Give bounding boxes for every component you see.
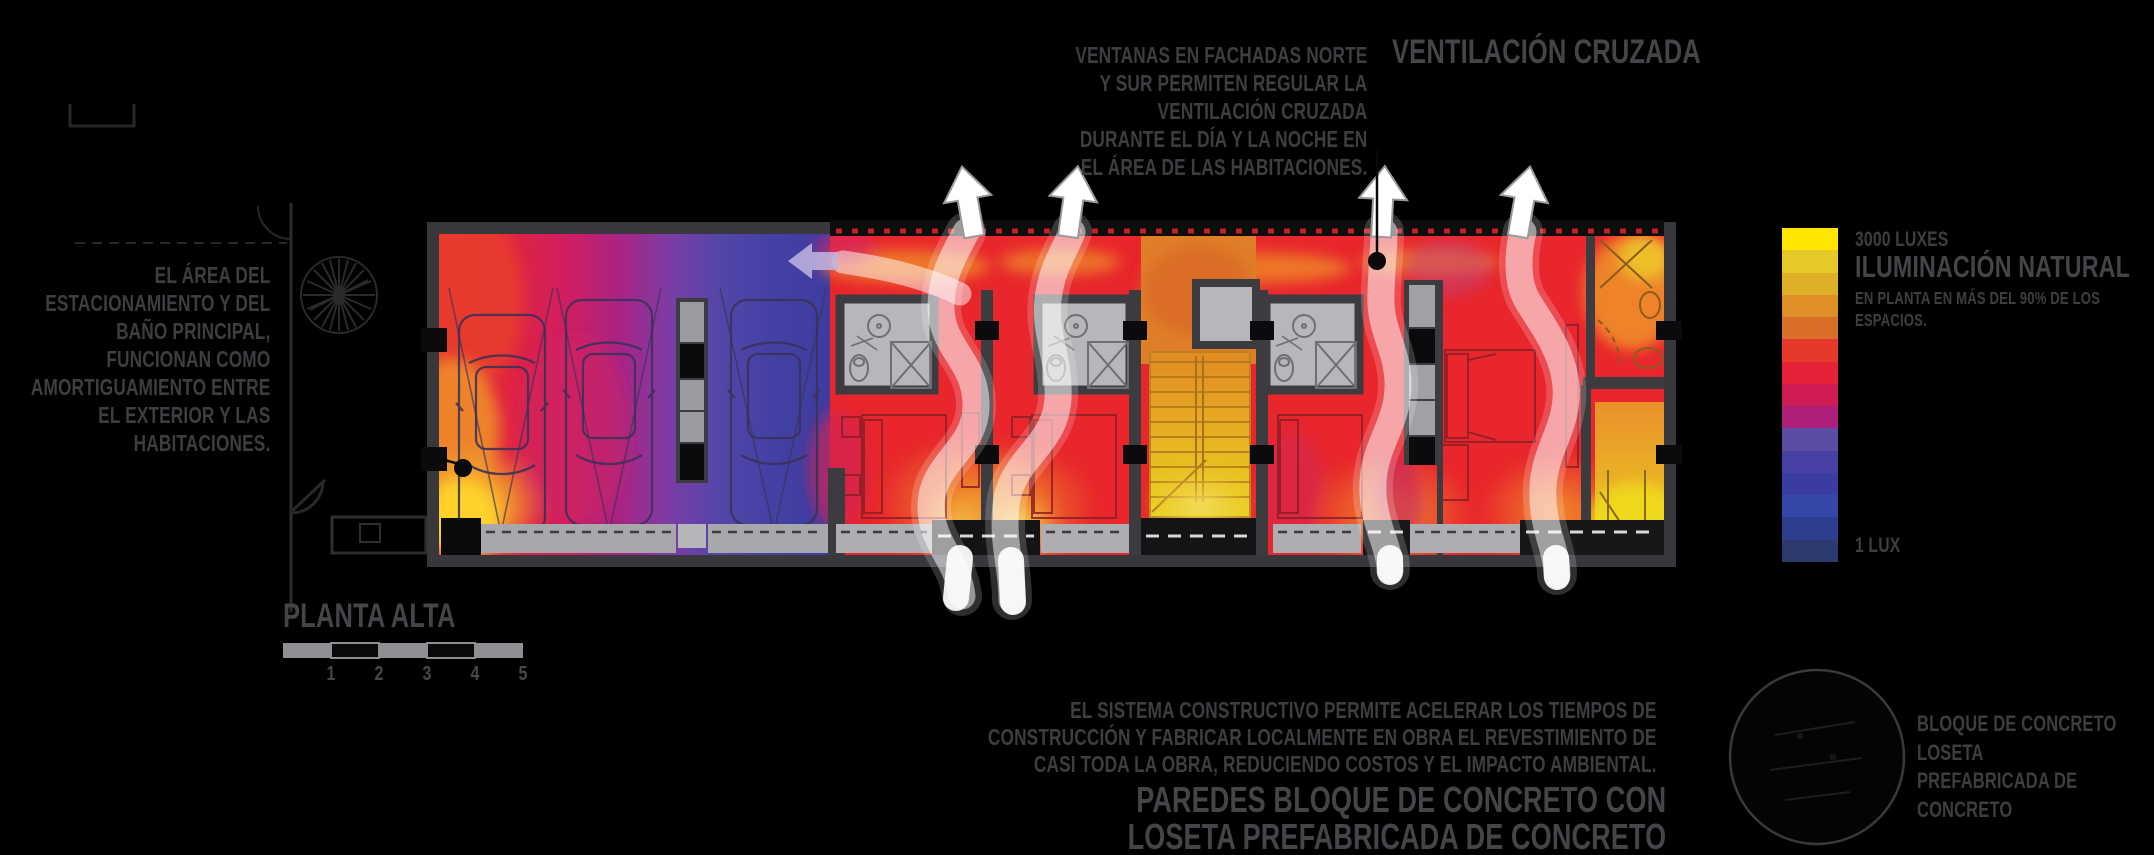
leader-dot-parking	[454, 459, 472, 477]
annotation-line: ESTACIONAMIENTO Y DEL	[44, 290, 270, 316]
annotation-line: CONCRETO	[1917, 796, 2013, 822]
legend-color-step	[1782, 517, 1838, 540]
leader-dot-window	[1368, 252, 1386, 270]
scale-bar-ticks: 1 2 3 4 5	[307, 663, 547, 686]
car-3	[727, 298, 821, 527]
suite-bath-wall	[1586, 234, 1595, 384]
bottom-annotation: EL SISTEMA CONSTRUCTIVO PERMITE ACELERAR…	[988, 697, 1657, 778]
legend-color-step	[1782, 428, 1838, 451]
construction-detail-circle	[1728, 668, 1906, 846]
scale-tick: 2	[374, 663, 384, 685]
legend-color-step	[1782, 472, 1838, 496]
detail-caption: BLOQUE DE CONCRETO LOSETA PREFABRICADA D…	[1917, 710, 2117, 824]
stair-core	[1141, 234, 1260, 545]
annotation-line: EL ÁREA DE LAS HABITACIONES.	[1080, 154, 1367, 180]
legend-color-bar	[1782, 228, 1838, 562]
legend-color-step	[1782, 383, 1838, 407]
scale-bar	[283, 642, 523, 659]
legend-color-step	[1782, 495, 1838, 518]
legend-subtitle: EN PLANTA EN MÁS DEL 90% DE LOS ESPACIOS…	[1855, 287, 2100, 331]
window-dashes	[938, 530, 1658, 538]
street-booth	[330, 515, 428, 555]
annotation-line: VENTANAS EN FACHADAS NORTE	[1074, 42, 1367, 68]
annotation-line: DURANTE EL DÍA Y LA NOCHE EN	[1079, 126, 1367, 152]
annotation-line: VENTILACIÓN CRUZADA	[1157, 98, 1367, 124]
scale-tick: 5	[518, 663, 528, 685]
up-arrow-2	[1047, 164, 1099, 240]
left-arrow	[788, 243, 838, 279]
annotation-leaders	[440, 150, 1386, 477]
legend-color-step	[1782, 539, 1838, 562]
scale-tick: 3	[422, 663, 432, 685]
parking-storage-column	[676, 298, 708, 483]
legend-color-step	[1782, 272, 1838, 295]
annotation-line: EL SISTEMA CONSTRUCTIVO PERMITE ACELERAR…	[1070, 697, 1657, 723]
annotation-line: AMORTIGUAMIENTO ENTRE	[30, 374, 270, 400]
top-annotation: VENTANAS EN FACHADAS NORTE Y SUR PERMITE…	[1075, 41, 1367, 181]
scale-tick: 4	[470, 663, 480, 685]
annotation-line: LOSETA	[1917, 739, 1984, 765]
annotation-line: PAREDES BLOQUE DE CONCRETO CON	[1135, 779, 1666, 820]
bed-unit-1	[841, 412, 980, 519]
gate-leaf	[289, 478, 327, 515]
north-louver-wall	[830, 220, 1664, 236]
up-arrow-4	[1498, 164, 1550, 240]
suite-divider-wall	[1583, 377, 1664, 389]
legend-color-step	[1782, 317, 1838, 340]
legend-max-label: 3000 LUXES	[1855, 228, 1949, 251]
street-booth-post	[359, 523, 381, 543]
gate-swing-arc	[257, 205, 292, 240]
ribbon-2	[991, 218, 1086, 614]
annotation-line: BAÑO PRINCIPAL,	[115, 318, 270, 344]
legend-title: ILUMINACIÓN NATURAL	[1855, 249, 2130, 284]
up-arrow-1	[942, 164, 994, 240]
car-1	[455, 313, 549, 535]
airflow-ribbons	[831, 212, 1587, 620]
annotation-line: EL EXTERIOR Y LAS	[97, 402, 270, 428]
scale-tick: 1	[326, 663, 336, 685]
annotation-line: FUNCIONAN COMO	[105, 346, 270, 372]
bottom-title: PAREDES BLOQUE DE CONCRETO CON LOSETA PR…	[1127, 781, 1666, 855]
exit-arrows	[942, 164, 1550, 240]
annotation-line: PREFABRICADA DE	[1917, 768, 2078, 793]
annotation-line: CONSTRUCCIÓN Y FABRICAR LOCALMENTE EN OB…	[988, 724, 1657, 750]
annotation-line: BLOQUE DE CONCRETO	[1917, 711, 2117, 736]
ribbon-branch-left	[831, 250, 972, 306]
up-arrow-3	[1357, 164, 1409, 239]
stair-landing-room	[1192, 279, 1260, 349]
wall-window-blocks	[421, 321, 1682, 471]
legend-min-label: 1 LUX	[1855, 534, 1901, 557]
annotation-line: ESPACIOS.	[1855, 310, 1927, 330]
legend-color-step	[1782, 250, 1838, 273]
legend-color-step	[1782, 361, 1838, 384]
legend-color-step	[1782, 450, 1838, 473]
annotation-line: EL ÁREA DEL	[154, 262, 270, 288]
ribbon-3	[1359, 218, 1412, 584]
bathrooms	[835, 294, 1364, 395]
site-bracket	[68, 104, 136, 128]
annotation-line: HABITACIONES.	[133, 430, 270, 456]
diagram-title: VENTILACIÓN CRUZADA	[1392, 33, 1701, 71]
tree-symbol	[300, 256, 378, 334]
annotation-line: Y SUR PERMITEN REGULAR LA	[1099, 70, 1367, 96]
left-annotation: EL ÁREA DEL ESTACIONAMIENTO Y DEL BAÑO P…	[30, 261, 270, 457]
legend-color-step	[1782, 228, 1838, 251]
annotation-line: CASI TODA LA OBRA, REDUCIENDO COSTOS Y E…	[1034, 751, 1657, 777]
cars	[455, 298, 821, 535]
legend-color-step	[1782, 339, 1838, 362]
annotation-line: EN PLANTA EN MÁS DEL 90% DE LOS	[1855, 288, 2101, 308]
site-linework	[68, 104, 428, 612]
legend-color-step	[1782, 294, 1838, 318]
annotation-line: LOSETA PREFABRICADA DE CONCRETO	[1127, 816, 1666, 855]
legend-color-step	[1782, 406, 1838, 429]
ribbon-4	[1505, 218, 1580, 589]
plan-label: PLANTA ALTA	[283, 597, 456, 635]
